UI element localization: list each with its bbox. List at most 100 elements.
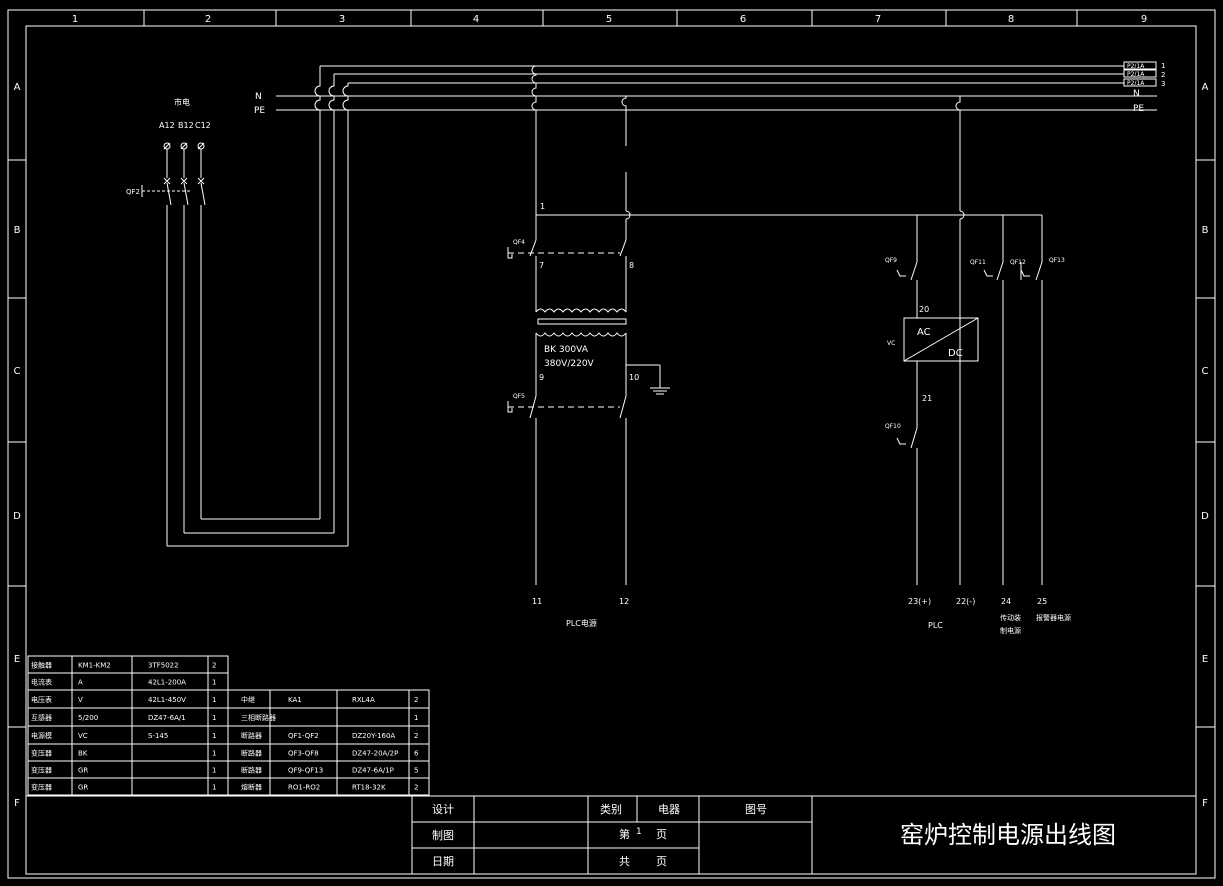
bom-right-cell: 2 [414, 784, 418, 792]
bom-right-cell: 1 [414, 714, 418, 722]
col-label-7: 7 [875, 14, 881, 25]
dc-power-branch [896, 96, 1043, 585]
wire-20-label: 20 [919, 305, 929, 314]
qf10-label: QF10 [885, 423, 901, 430]
bom-left-cell: 电压表 [31, 695, 52, 704]
bom-left-cell: 2 [212, 662, 216, 670]
bom-right-cell: RO1-RO2 [288, 784, 320, 792]
vc-label: VC [887, 340, 895, 347]
phase-a-label: A12 [159, 121, 175, 130]
bus-n-right: N [1133, 89, 1140, 99]
bom-left-cell: 变压器 [31, 766, 52, 775]
row-label-f-left: F [14, 798, 20, 809]
tb-page-suffix: 页 [656, 828, 667, 841]
bus-lines [276, 61, 1157, 111]
bom-left-cell: 3TF5022 [148, 662, 179, 670]
node-1-label: 1 [540, 202, 545, 211]
fuse-3-label: P2/1A [1127, 80, 1145, 87]
drawing-title: 窑炉控制电源出线图 [900, 821, 1116, 849]
fuse-1-num: 1 [1161, 62, 1165, 70]
bom-right-table [227, 689, 430, 796]
fuse-3-num: 3 [1161, 80, 1165, 88]
bom-left-cell: 5/200 [78, 714, 98, 722]
row-label-a-left: A [14, 82, 21, 93]
bom-right-cell: 5 [414, 767, 418, 775]
wire-9-label: 9 [539, 373, 544, 382]
col-label-3: 3 [339, 14, 345, 25]
col-label-8: 8 [1008, 14, 1014, 25]
bus-n-left: N [255, 92, 262, 102]
bom-right-cell: KA1 [288, 696, 302, 704]
row-label-d-left: D [13, 511, 21, 522]
bom-right-cell: 6 [414, 750, 419, 758]
col-label-5: 5 [606, 14, 612, 25]
bom-left-cell: A [78, 679, 83, 687]
tb-drawing-no: 图号 [745, 803, 767, 816]
row-label-c-right: C [1202, 366, 1209, 377]
mains-incoming [141, 66, 349, 547]
out-23-label: 23(+) [908, 597, 931, 606]
bom-left-cell: 电流表 [31, 678, 52, 687]
row-label-b-right: B [1202, 225, 1209, 236]
out-12-label: 12 [619, 597, 629, 606]
wire-10-label: 10 [629, 373, 639, 382]
row-label-e-left: E [14, 654, 20, 665]
tb-page-num: 1 [636, 827, 642, 837]
bom-left-cell: BK [78, 750, 88, 758]
bom-left-cell: 1 [212, 696, 216, 704]
bom-left-cell: 42L1-200A [148, 679, 186, 687]
drive-caption-1: 传动装 [1000, 613, 1021, 622]
row-label-e-right: E [1202, 654, 1208, 665]
bom-left-cell: 1 [212, 732, 216, 740]
bom-left-cell: GR [78, 767, 88, 775]
qf4-label: QF4 [513, 239, 525, 246]
bom-right-cell: RT18-32K [352, 784, 386, 792]
bom-left-cell: DZ47-6A/1 [148, 714, 186, 722]
col-label-1: 1 [72, 14, 78, 25]
bom-left-cell: 1 [212, 679, 216, 687]
row-label-f-right: F [1202, 798, 1208, 809]
bom-left-cell: 电源模 [31, 731, 52, 740]
ac-label: AC [917, 327, 931, 338]
bom-right-cell: DZ47-20A/2P [352, 750, 398, 758]
dc-label: DC [948, 348, 963, 359]
drawing-frame [7, 9, 1216, 879]
bom-right-cell: DZ47-6A/1P [352, 767, 394, 775]
phase-c-label: C12 [195, 121, 211, 130]
transformer-ratio: 380V/220V [544, 359, 595, 369]
alarm-caption: 报警器电源 [1036, 613, 1071, 622]
bom-left-cell: S-145 [148, 732, 168, 740]
tb-category-value: 电器 [658, 803, 680, 816]
fuse-2-num: 2 [1161, 71, 1165, 79]
col-label-6: 6 [740, 14, 746, 25]
bom-left-cell: 变压器 [31, 749, 52, 758]
plc-power-caption: PLC电源 [566, 618, 597, 628]
bom-left-cell: 1 [212, 767, 216, 775]
bom-right-cell: QF1-QF2 [288, 732, 319, 740]
bom-left-cell: 1 [212, 714, 216, 722]
row-label-d-right: D [1201, 511, 1209, 522]
bom-right-cell: 2 [414, 732, 418, 740]
phase-b-label: B12 [178, 121, 194, 130]
bom-right-cell: 断路器 [241, 766, 262, 775]
col-label-2: 2 [205, 14, 211, 25]
bom-right-cell: QF9-QF13 [288, 767, 323, 775]
tb-date: 日期 [432, 855, 454, 868]
bom-left-cell: 接触器 [31, 661, 52, 670]
qf5-label: QF5 [513, 393, 525, 400]
fuse-1-label: P2/1A [1127, 63, 1145, 70]
wire-21-label: 21 [922, 394, 932, 403]
fuse-2-label: P2/1A [1127, 71, 1145, 78]
title-block [26, 795, 1196, 874]
bom-left-cell: VC [78, 732, 88, 740]
qf13-label: QF13 [1049, 257, 1065, 264]
out-24-label: 24 [1001, 597, 1011, 606]
bom-left-cell: 变压器 [31, 783, 52, 792]
qf11-label: QF11 [970, 259, 986, 266]
tb-drawing: 制图 [432, 829, 454, 842]
bom-left-cell: 1 [212, 750, 216, 758]
row-label-a-right: A [1202, 82, 1209, 93]
tb-page-prefix: 第 [619, 827, 630, 841]
